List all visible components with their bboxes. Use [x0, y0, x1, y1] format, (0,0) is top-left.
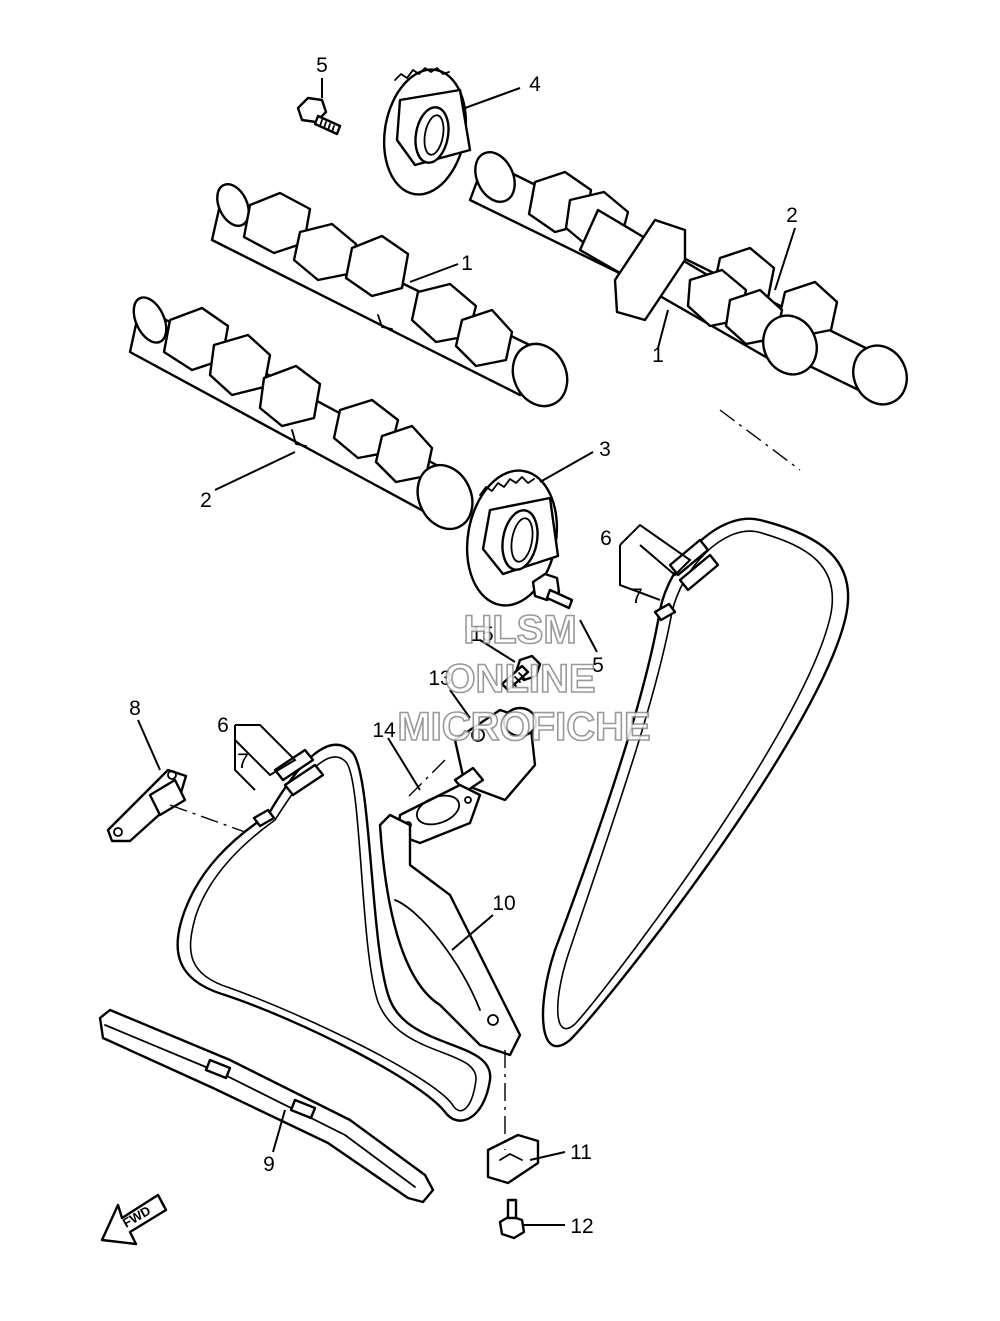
callout-5-lower: 5 [592, 654, 604, 677]
leader-lines [137, 78, 796, 1226]
callout-10: 10 [492, 892, 515, 915]
camshaft-middle-right [578, 208, 818, 376]
callout-15: 15 [470, 623, 493, 646]
forward-arrow-icon: FWD [100, 1193, 168, 1246]
callout-2-right: 2 [786, 204, 798, 227]
callout-11: 11 [570, 1141, 592, 1164]
timing-chain-right [541, 517, 850, 1048]
callout-7-right: 7 [631, 585, 643, 608]
callout-7-left: 7 [237, 750, 249, 773]
timing-chain-left [176, 743, 492, 1122]
callout-9: 9 [263, 1153, 275, 1176]
callout-8: 8 [129, 697, 141, 720]
callout-12: 12 [570, 1215, 593, 1238]
callout-2-left: 2 [200, 489, 212, 512]
centerline-guide-top [169, 804, 246, 833]
cam-sprocket-upper [382, 67, 472, 196]
callout-13: 13 [428, 667, 451, 690]
camshaft-upper-left [210, 183, 569, 408]
callout-4: 4 [529, 73, 541, 96]
chain-guide-tensioner-side [378, 813, 522, 1057]
watermark-line-3: MICROFICHE [397, 705, 650, 749]
centerline-tensioner [404, 759, 446, 801]
watermark-line-1: HLSM [463, 608, 576, 652]
callout-6-left: 6 [217, 714, 229, 737]
callout-6-right: 6 [600, 527, 612, 550]
stopper-bolt [498, 1198, 526, 1240]
sprocket-bolt-lower [531, 572, 574, 610]
watermark-line-2: ONLINE [444, 657, 595, 701]
sprocket-bolt-upper [296, 96, 342, 136]
callout-3: 3 [599, 438, 611, 461]
tensioner-bolt [500, 654, 542, 692]
chain-link-right [653, 538, 720, 622]
centerline-sprocket [719, 409, 801, 471]
callout-5-upper: 5 [316, 54, 328, 77]
chain-guide-top [106, 768, 188, 843]
chain-link-left [252, 748, 325, 828]
chain-guide-stopper [486, 1133, 540, 1185]
callout-14: 14 [372, 719, 396, 742]
camshaft-lower-left [128, 296, 474, 531]
cam-sprocket-lower [465, 469, 560, 607]
callout-1-right: 1 [652, 344, 664, 367]
chain-guide-bottom [98, 1008, 435, 1204]
watermark: HLSM ONLINE MICROFICHE [397, 607, 652, 750]
callout-1-left: 1 [461, 252, 473, 275]
